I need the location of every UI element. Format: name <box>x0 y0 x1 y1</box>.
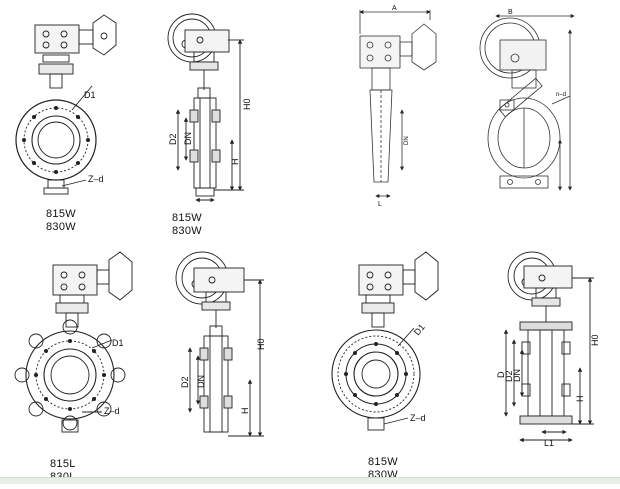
label-d1-lug: D1 <box>112 338 124 348</box>
caption-line-2: 830W <box>172 225 202 237</box>
view-815w-flange-side <box>503 251 594 443</box>
label-d2-flange: D2 <box>504 370 514 382</box>
view-wafer-front <box>479 14 575 191</box>
label-l1-flange: L1 <box>544 438 554 448</box>
label-a: A <box>392 5 397 12</box>
caption-815w-830w-top: 815W 830W <box>46 208 76 234</box>
label-d1: D1 <box>84 90 96 100</box>
label-zd: Z–d <box>88 174 104 184</box>
label-d2-lug: D2 <box>180 376 190 388</box>
caption-line-1: 815W <box>172 212 202 224</box>
label-l-wafer: L <box>378 201 382 208</box>
view-815w-flange-front <box>331 251 439 431</box>
label-nd: n–d <box>556 92 566 98</box>
view-815w-side <box>167 13 244 203</box>
label-dn-top: DN <box>183 132 193 145</box>
caption-line-1: 815W <box>368 456 398 468</box>
label-dn-lug: DN <box>196 375 206 388</box>
view-wafer-side <box>359 10 437 198</box>
label-h-lug: H <box>240 408 250 415</box>
label-d-flange: D <box>496 371 506 378</box>
caption-line-2: 830W <box>46 221 76 233</box>
caption-line-1: 815W <box>46 208 76 220</box>
label-zd-lug: Z–d <box>104 406 120 416</box>
label-zd-flange: Z–d <box>410 413 426 423</box>
view-815w-front <box>15 14 117 195</box>
view-815l-front <box>14 251 133 433</box>
label-h-flange: H <box>575 396 585 403</box>
label-h0-top: H0 <box>242 98 252 110</box>
caption-line-1: 815L <box>50 458 76 470</box>
label-d2-top: D2 <box>168 133 178 145</box>
label-h0-lug: H0 <box>256 338 266 350</box>
bottom-border-bar <box>0 477 620 484</box>
caption-815w-830w-mid: 815W 830W <box>172 212 202 238</box>
label-d1-flange: D1 <box>412 322 427 337</box>
label-h0-flange: H0 <box>590 334 600 346</box>
label-dn-wafer: DN <box>404 136 410 145</box>
view-815l-side <box>175 251 264 437</box>
label-h-top: H <box>230 159 240 166</box>
label-dn-flange: DN <box>512 369 522 382</box>
label-b: B <box>508 9 513 16</box>
